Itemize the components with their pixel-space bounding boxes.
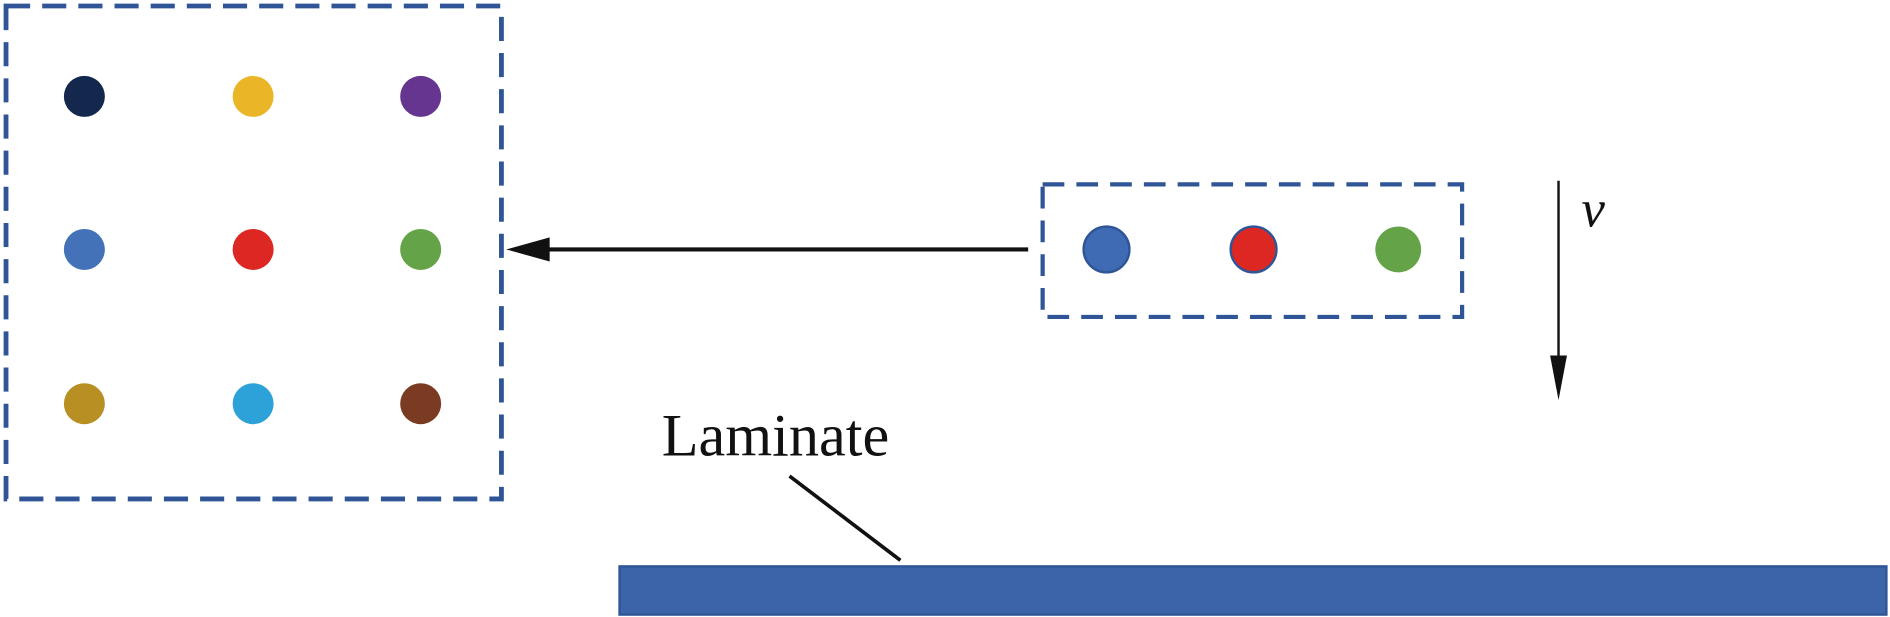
nozzle-row [1082,225,1422,274]
dot-green [400,228,442,270]
laminate-label: Laminate [662,403,890,470]
laminate-bar [618,565,1888,616]
dot-yellow [232,75,274,117]
dot-sky-blue [232,383,274,425]
dot-dark-navy [63,75,105,117]
row-dot-red [1229,225,1278,274]
dot-purple [400,75,442,117]
laminate-leader-line [788,474,902,562]
velocity-label: v [1581,181,1605,239]
row-dot-green [1375,226,1422,273]
dot-red [232,228,274,270]
nozzle-row-box [1040,182,1465,320]
velocity-arrow [1550,180,1567,401]
dot-olive-gold [63,383,105,425]
nozzle-grid [63,75,442,425]
dot-blue [63,228,105,270]
row-dot-blue [1082,225,1131,274]
nozzle-array-box [3,3,504,502]
expansion-arrow [506,237,1029,262]
dot-brown [400,383,442,425]
